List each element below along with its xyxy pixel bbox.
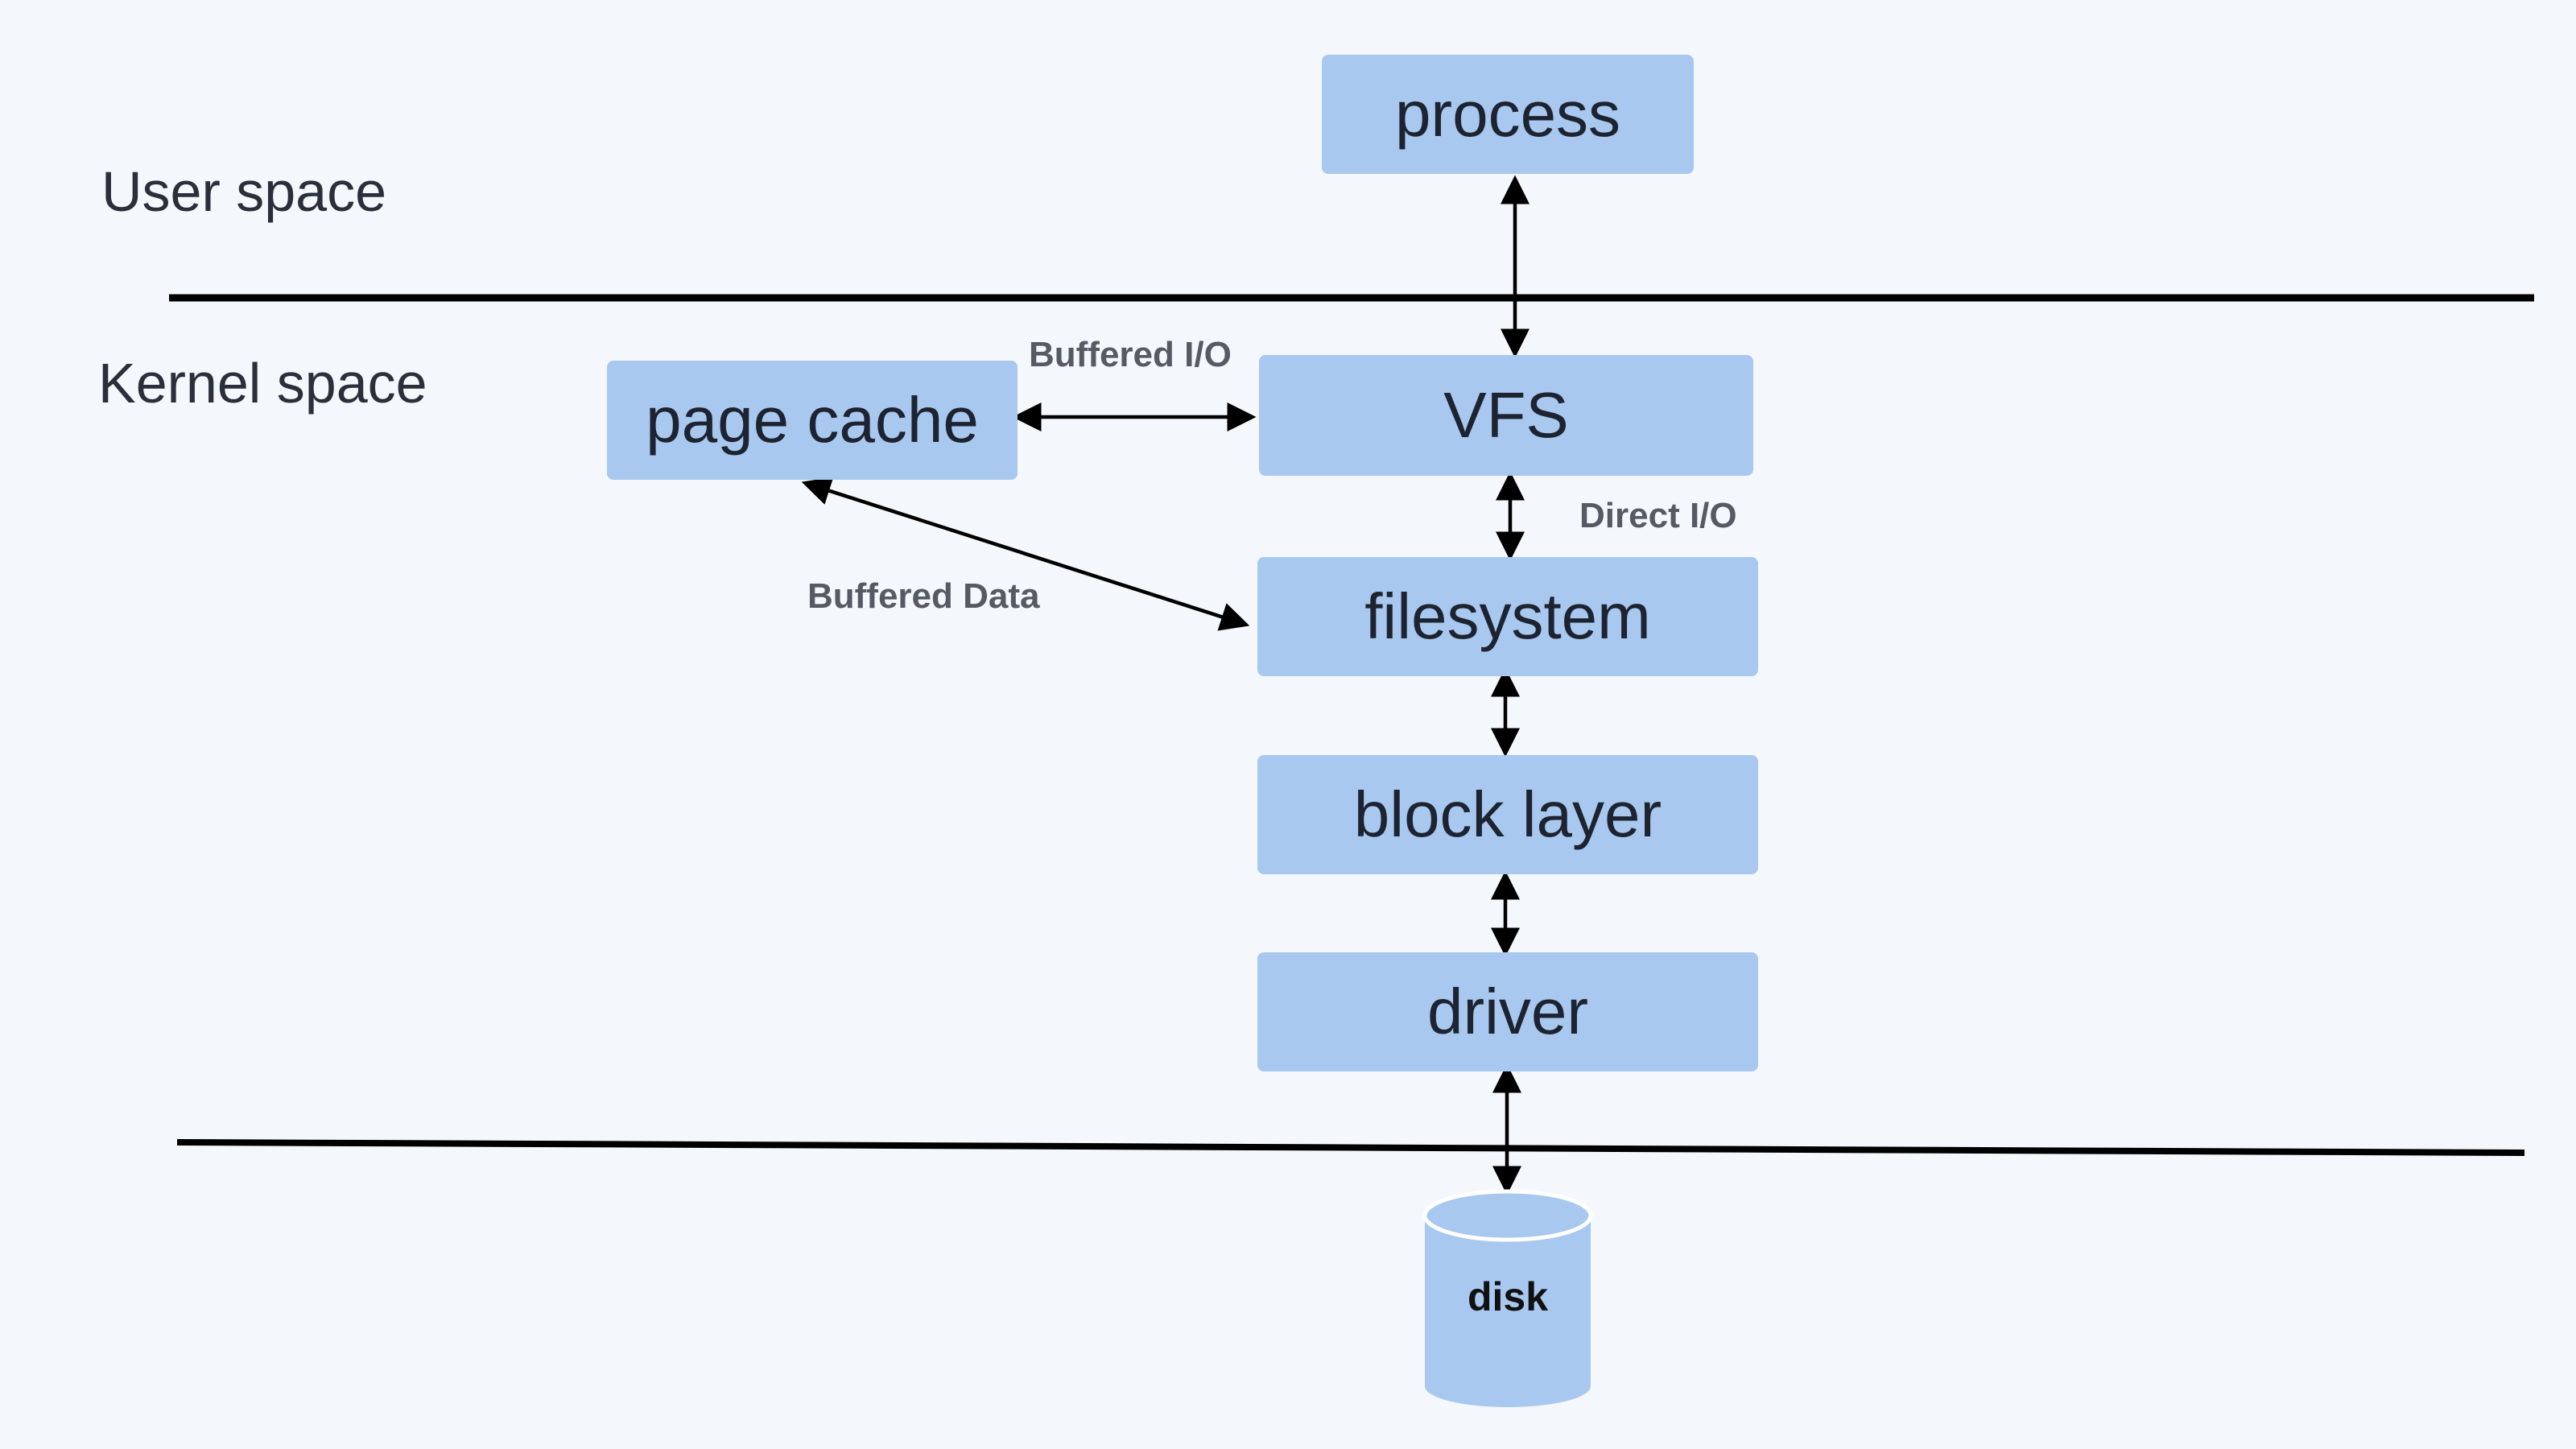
buffered-data-label: Buffered Data	[807, 576, 1040, 616]
block-layer-box: block layer	[1257, 755, 1758, 874]
filesystem-box: filesystem	[1257, 557, 1758, 676]
direct-io-label: Direct I/O	[1579, 496, 1737, 535]
process-box: process	[1322, 55, 1694, 174]
disk-label: disk	[1467, 1274, 1549, 1319]
vfs-box: VFS	[1259, 355, 1753, 476]
page-cache-box: page cache	[607, 361, 1018, 480]
user-space-label: User space	[101, 160, 387, 223]
kernel-hardware-boundary	[176, 1139, 2525, 1156]
pagecache-filesystem-arrow	[801, 477, 1250, 631]
kernel-space-label: Kernel space	[98, 352, 427, 415]
disk-cylinder-icon	[1422, 1189, 1593, 1407]
buffered-io-label: Buffered I/O	[1029, 335, 1232, 374]
driver-box: driver	[1257, 952, 1758, 1071]
